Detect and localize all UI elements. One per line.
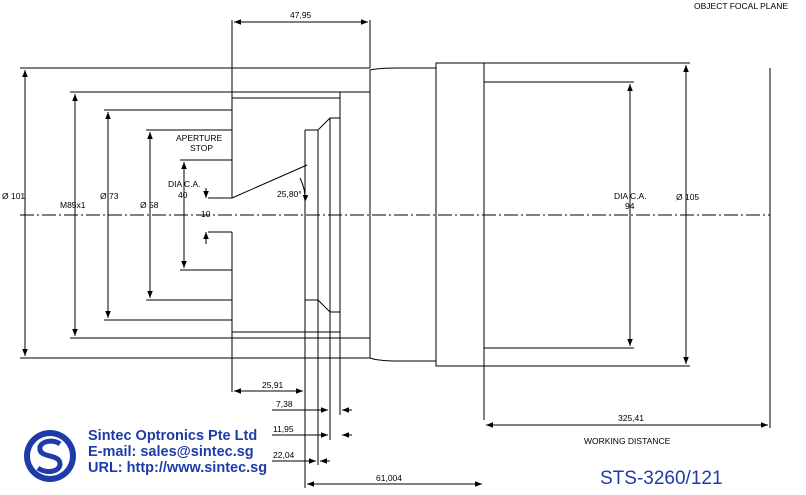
part-number: STS-3260/121: [600, 468, 723, 489]
aperture-label: APERTURE: [176, 133, 222, 143]
dim-25-91-label: 25,91: [262, 380, 284, 390]
dim-61-004-label: 61,004: [376, 473, 402, 483]
d73-label: Ø 73: [100, 191, 119, 201]
d105-label: Ø 105: [676, 192, 699, 202]
dim-325-41-label: 325,41: [618, 413, 644, 423]
company-url[interactable]: URL: http://www.sintec.sg: [88, 460, 268, 476]
dia-ca-94-label: DIA C.A.: [614, 191, 647, 201]
working-distance-label: WORKING DISTANCE: [584, 436, 671, 446]
dia-ca-label: DIA C.A.: [168, 179, 201, 189]
object-focal-plane-label: OBJECT FOCAL PLANE: [694, 1, 788, 11]
company-email[interactable]: E-mail: sales@sintec.sg: [88, 444, 254, 460]
dia-ca-94-value: 94: [625, 201, 635, 211]
company-name: Sintec Optronics Pte Ltd: [88, 428, 258, 444]
rear-cone-top: [305, 117, 340, 131]
dim-47-95-label: 47,95: [290, 10, 312, 20]
d101-label: Ø 101: [2, 191, 25, 201]
sintec-logo-icon: [24, 430, 76, 482]
dim-11-95-label: 11,95: [273, 424, 294, 434]
rear-cone-bottom: [305, 299, 340, 313]
dim-22-04-label: 22,04: [273, 450, 295, 460]
stop-gap-label: 10: [201, 209, 211, 219]
company-info: Sintec Optronics Pte Ltd E-mail: sales@s…: [88, 428, 267, 476]
dia-ca-40-value: 40: [178, 190, 188, 200]
angle-label: 25,80°: [277, 189, 302, 199]
dim-7-38-label: 7,38: [276, 399, 293, 409]
angle-ray: [231, 164, 308, 199]
stop-label: STOP: [190, 143, 213, 153]
d58-label: Ø 58: [140, 200, 159, 210]
m85-label: M85x1: [60, 200, 86, 210]
angle-arc: [299, 177, 309, 203]
